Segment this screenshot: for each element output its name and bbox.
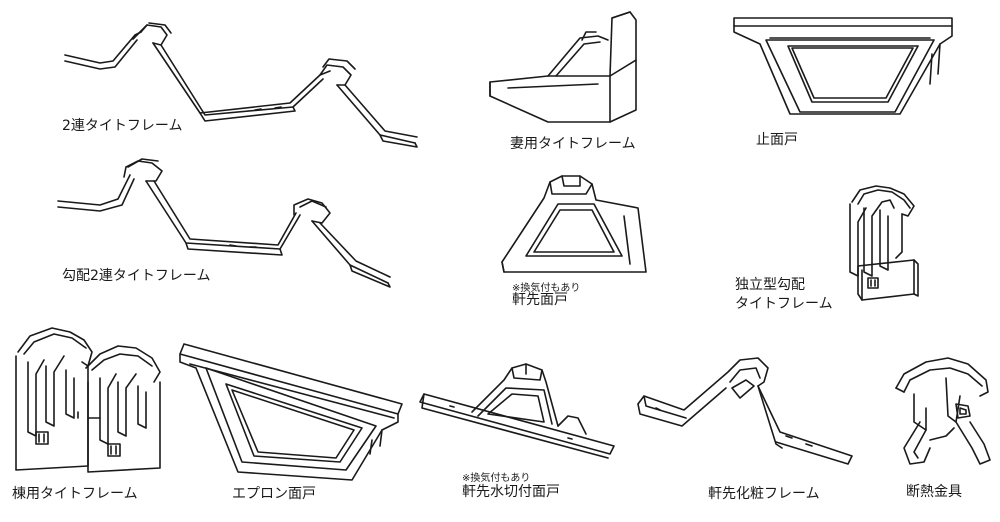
eave-closure-drawing [500, 168, 650, 276]
gable-tight-frame-label: 妻用タイトフレーム [510, 136, 636, 152]
eave-closure-note: ※換気付もあり [512, 283, 581, 294]
sloped-double-tight-frame-label: 勾配2連タイトフレーム [62, 268, 211, 284]
apron-closure-label: エプロン面戸 [232, 486, 316, 502]
eave-closure-label: 軒先面戸 [512, 292, 568, 308]
independent-sloped-frame-label: 独立型勾配 タイトフレーム [735, 276, 833, 314]
stop-closure-drawing [730, 14, 958, 126]
eave-trim-frame-drawing [636, 352, 858, 468]
gable-tight-frame-drawing [488, 10, 660, 125]
ridge-tight-frame-drawing [8, 322, 168, 478]
apron-closure-drawing [176, 340, 408, 488]
insulation-bracket-drawing [890, 352, 994, 472]
double-tight-frame-label: 2連タイトフレーム [62, 118, 183, 134]
insulation-bracket-label: 断熱金具 [906, 484, 962, 500]
independent-sloped-frame-label-line2: タイトフレーム [735, 296, 833, 312]
eave-water-cut-closure-note: ※換気付もあり [462, 473, 531, 484]
independent-sloped-frame-drawing [842, 182, 920, 306]
stop-closure-label: 止面戸 [756, 132, 798, 148]
sloped-double-tight-frame-drawing [50, 155, 420, 295]
independent-sloped-frame-label-line1: 独立型勾配 [735, 277, 805, 293]
ridge-tight-frame-label: 棟用タイトフレーム [12, 486, 138, 502]
eave-trim-frame-label: 軒先化粧フレーム [708, 486, 820, 502]
eave-water-cut-closure-label: 軒先水切付面戸 [462, 484, 560, 500]
eave-water-cut-closure-drawing [418, 362, 618, 459]
double-tight-frame-drawing [55, 15, 445, 155]
